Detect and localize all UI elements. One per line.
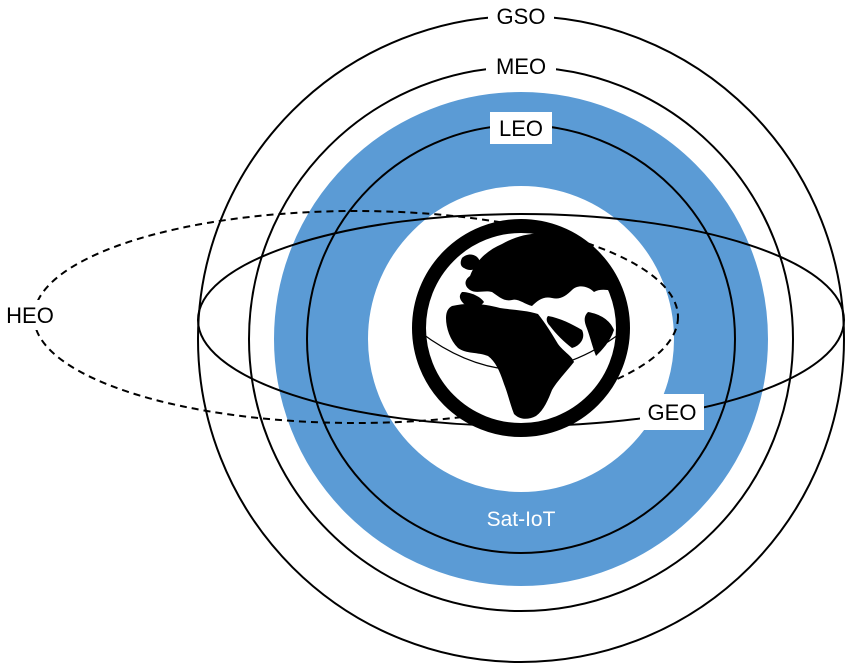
earth-globe-icon [412, 219, 630, 437]
svg-text:LEO: LEO [499, 116, 543, 141]
meo-label: MEO [486, 52, 556, 80]
leo-label: LEO [490, 112, 552, 144]
heo-orbit [33, 210, 679, 424]
heo-label: HEO [2, 300, 60, 330]
geo-label: GEO [640, 394, 704, 430]
svg-text:HEO: HEO [6, 303, 54, 328]
svg-text:GEO: GEO [648, 400, 697, 425]
svg-text:GSO: GSO [497, 4, 546, 29]
svg-text:MEO: MEO [496, 54, 546, 79]
sat-iot-label: Sat-IoT [487, 508, 556, 531]
gso-label: GSO [488, 2, 554, 30]
